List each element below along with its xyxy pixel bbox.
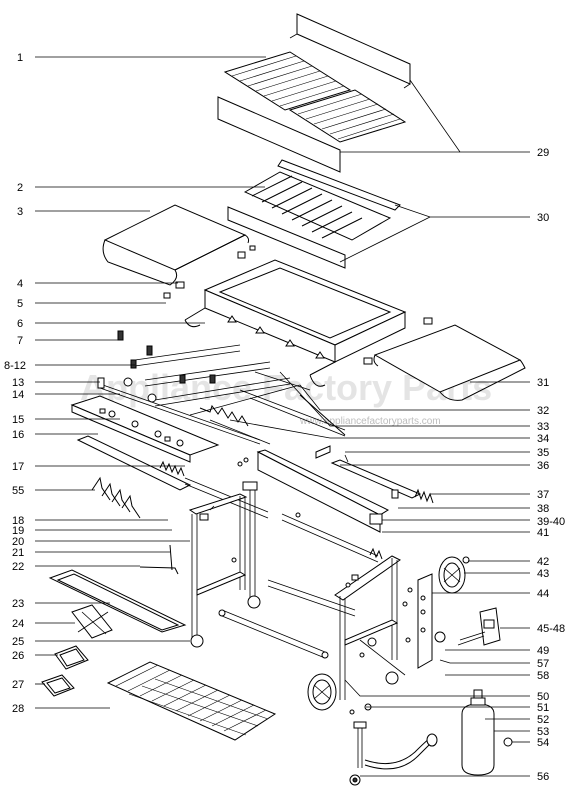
part-label-16: 16 bbox=[12, 429, 24, 441]
part-label-33: 33 bbox=[537, 421, 549, 433]
part-label-45-48: 45-48 bbox=[537, 623, 565, 635]
part-label-23: 23 bbox=[12, 598, 24, 610]
part-label-41: 41 bbox=[537, 527, 549, 539]
part-label-55: 55 bbox=[12, 485, 24, 497]
catch-pan-large-part bbox=[54, 645, 89, 670]
left-side-table-part bbox=[102, 204, 250, 286]
part-label-5: 5 bbox=[17, 298, 23, 310]
watermark-url: www.appliancefactoryparts.com bbox=[299, 416, 441, 427]
part-label-52: 52 bbox=[537, 714, 549, 726]
part-label-50: 50 bbox=[537, 691, 549, 703]
gas-regulator-part bbox=[349, 709, 438, 786]
part-label-25: 25 bbox=[12, 636, 24, 648]
part-label-21: 21 bbox=[12, 547, 24, 559]
burner-tubes-part bbox=[134, 344, 301, 416]
part-label-31: 31 bbox=[537, 377, 549, 389]
part-label-57: 57 bbox=[537, 658, 549, 670]
part-label-58: 58 bbox=[537, 670, 549, 682]
control-knobs-part bbox=[117, 330, 216, 403]
tool-hooks-part bbox=[91, 476, 141, 519]
part-label-54: 54 bbox=[537, 737, 549, 749]
part-label-32: 32 bbox=[537, 405, 549, 417]
part-label-53: 53 bbox=[537, 726, 549, 738]
part-label-38: 38 bbox=[537, 503, 549, 515]
part-label-1: 1 bbox=[17, 52, 23, 64]
heat-shield-plate-part bbox=[217, 96, 341, 173]
part-label-20: 20 bbox=[12, 536, 24, 548]
part-label-28: 28 bbox=[12, 703, 24, 715]
part-label-44: 44 bbox=[537, 588, 549, 600]
tray-holder-part bbox=[71, 604, 113, 639]
gas-manifold-part bbox=[97, 377, 261, 445]
part-label-22: 22 bbox=[12, 561, 24, 573]
part-label-7: 7 bbox=[17, 335, 23, 347]
left-cart-frame-part bbox=[139, 481, 261, 648]
part-label-43: 43 bbox=[537, 568, 549, 580]
right-part-labels: 29 30 31 32 33 34 35 36 37 38 39-40 41 4… bbox=[537, 147, 565, 783]
part-label-35: 35 bbox=[537, 447, 549, 459]
right-cart-frame-part bbox=[334, 555, 433, 711]
part-label-19: 19 bbox=[12, 525, 24, 537]
part-label-30: 30 bbox=[537, 212, 549, 224]
cart-crossbars-part bbox=[218, 512, 383, 659]
part-label-13: 13 bbox=[12, 377, 24, 389]
warming-rack-part bbox=[289, 13, 411, 89]
igniter-module-part bbox=[434, 607, 501, 664]
propane-tank-part bbox=[461, 689, 518, 776]
part-label-3: 3 bbox=[17, 206, 23, 218]
part-label-51: 51 bbox=[537, 702, 549, 714]
part-label-8-12: 8-12 bbox=[4, 360, 26, 372]
front-frame-bar-part bbox=[76, 435, 269, 519]
table-bracket-part bbox=[163, 245, 256, 299]
bottom-shelf-part bbox=[106, 661, 277, 741]
part-label-36: 36 bbox=[537, 460, 549, 472]
left-part-labels: 1 2 3 4 5 6 7 8-12 13 14 15 16 17 55 18 … bbox=[4, 52, 26, 715]
leader-lines bbox=[35, 56, 530, 777]
part-label-6: 6 bbox=[17, 318, 23, 330]
part-label-56: 56 bbox=[537, 771, 549, 783]
cart-wheel-front-part bbox=[307, 673, 337, 711]
part-label-24: 24 bbox=[12, 618, 24, 630]
part-label-4: 4 bbox=[17, 278, 23, 290]
side-rail-part bbox=[227, 206, 346, 269]
part-label-37: 37 bbox=[537, 489, 549, 501]
back-panel-bracket-part bbox=[256, 449, 390, 533]
part-label-34: 34 bbox=[537, 433, 549, 445]
part-label-15: 15 bbox=[12, 414, 24, 426]
cooking-grates-part bbox=[223, 51, 407, 143]
part-label-26: 26 bbox=[12, 650, 24, 662]
part-label-42: 42 bbox=[537, 556, 549, 568]
right-side-table-part bbox=[363, 317, 526, 401]
part-label-27: 27 bbox=[12, 679, 24, 691]
cart-wheel-part bbox=[438, 556, 470, 594]
part-label-39-40: 39-40 bbox=[537, 516, 565, 528]
catch-pan-small-part bbox=[41, 674, 75, 697]
frame-rails-part bbox=[159, 445, 434, 504]
part-label-2: 2 bbox=[17, 182, 23, 194]
hardware-screws-part bbox=[231, 457, 413, 658]
part-label-17: 17 bbox=[12, 461, 24, 473]
part-label-49: 49 bbox=[537, 645, 549, 657]
part-label-29: 29 bbox=[537, 147, 549, 159]
flavorizer-bars-part bbox=[243, 159, 401, 241]
grease-tray-part bbox=[48, 569, 187, 633]
part-label-14: 14 bbox=[12, 389, 24, 401]
cookbox-part bbox=[184, 259, 407, 387]
part-label-18: 18 bbox=[12, 515, 24, 527]
